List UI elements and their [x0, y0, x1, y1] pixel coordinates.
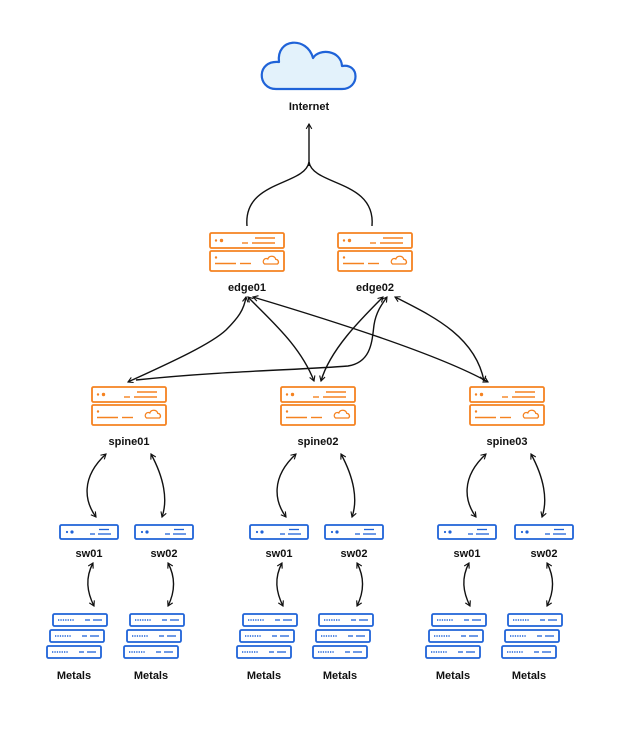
server-stack-icon — [426, 614, 486, 658]
switch-icon — [437, 524, 497, 540]
switch-label: sw02 — [531, 548, 558, 560]
switch-icon — [324, 524, 384, 540]
edge02-label: edge02 — [356, 282, 394, 294]
switch-label: sw02 — [341, 548, 368, 560]
spine03-sw01-metals: Metals — [426, 614, 486, 682]
switch-label: sw02 — [151, 548, 178, 560]
spine-router-spine03: spine03 — [469, 386, 545, 448]
spine01-sw02: sw02 — [134, 524, 194, 560]
internet-node: Internet — [260, 41, 357, 113]
spine01-sw02-metals-link — [167, 562, 175, 608]
spine03-sw02-link — [530, 453, 547, 519]
spine02-sw02-metals-link — [356, 562, 364, 608]
switch-label: sw01 — [76, 548, 103, 560]
router-icon — [209, 232, 285, 272]
spine03-sw02-metals: Metals — [502, 614, 562, 682]
spine02-sw01: sw01 — [249, 524, 309, 560]
spine01-sw01: sw01 — [59, 524, 119, 560]
spine03-sw01-link — [466, 453, 487, 518]
server-stack-icon — [237, 614, 297, 658]
spine03-sw02-metals-link — [546, 562, 554, 608]
spine-router-spine02: spine02 — [280, 386, 356, 448]
cloud-icon — [260, 41, 357, 91]
spine01-sw01-metals: Metals — [47, 614, 107, 682]
spine03-label: spine03 — [487, 436, 528, 448]
edge01-spine01-link — [126, 295, 249, 384]
edge02-spine03-link — [393, 296, 487, 383]
spine01-sw02-link — [150, 453, 167, 519]
spine03-sw02: sw02 — [514, 524, 574, 560]
spine02-label: spine02 — [298, 436, 339, 448]
spine02-sw02-link — [340, 453, 357, 519]
switch-label: sw01 — [454, 548, 481, 560]
spine01-sw01-link — [86, 453, 107, 518]
switch-icon — [134, 524, 194, 540]
router-icon — [337, 232, 413, 272]
edge02-spine01-link — [135, 296, 388, 381]
spine02-sw01-metals-link — [276, 562, 284, 608]
switch-label: sw01 — [266, 548, 293, 560]
router-icon — [91, 386, 167, 426]
connectors — [86, 122, 554, 608]
edge01-label: edge01 — [228, 282, 266, 294]
metals-label: Metals — [512, 670, 546, 682]
switch-icon — [59, 524, 119, 540]
edge-router-edge02: edge02 — [337, 232, 413, 294]
spine01-sw01-metals-link — [87, 562, 95, 608]
spine02-sw01-link — [276, 453, 297, 518]
switch-icon — [514, 524, 574, 540]
spine03-sw01: sw01 — [437, 524, 497, 560]
internet-label: Internet — [289, 101, 330, 113]
metals-label: Metals — [134, 670, 168, 682]
spine02-sw01-metals: Metals — [237, 614, 297, 682]
spine01-sw02-metals: Metals — [124, 614, 184, 682]
metals-label: Metals — [57, 670, 91, 682]
server-stack-icon — [47, 614, 107, 658]
server-stack-icon — [313, 614, 373, 658]
spine01-label: spine01 — [109, 436, 150, 448]
server-stack-icon — [502, 614, 562, 658]
spine03-sw01-metals-link — [463, 562, 471, 608]
switch-icon — [249, 524, 309, 540]
edge02-spine02-link — [319, 296, 384, 383]
spine02-sw02: sw02 — [324, 524, 384, 560]
edge02-internet-link — [308, 161, 373, 227]
router-icon — [469, 386, 545, 426]
spine-router-spine01: spine01 — [91, 386, 167, 448]
metals-label: Metals — [323, 670, 357, 682]
server-stack-icon — [124, 614, 184, 658]
edge-router-edge01: edge01 — [209, 232, 285, 294]
metals-label: Metals — [436, 670, 470, 682]
spine02-sw02-metals: Metals — [313, 614, 373, 682]
metals-label: Metals — [247, 670, 281, 682]
router-icon — [280, 386, 356, 426]
edge01-internet-link — [246, 161, 310, 227]
